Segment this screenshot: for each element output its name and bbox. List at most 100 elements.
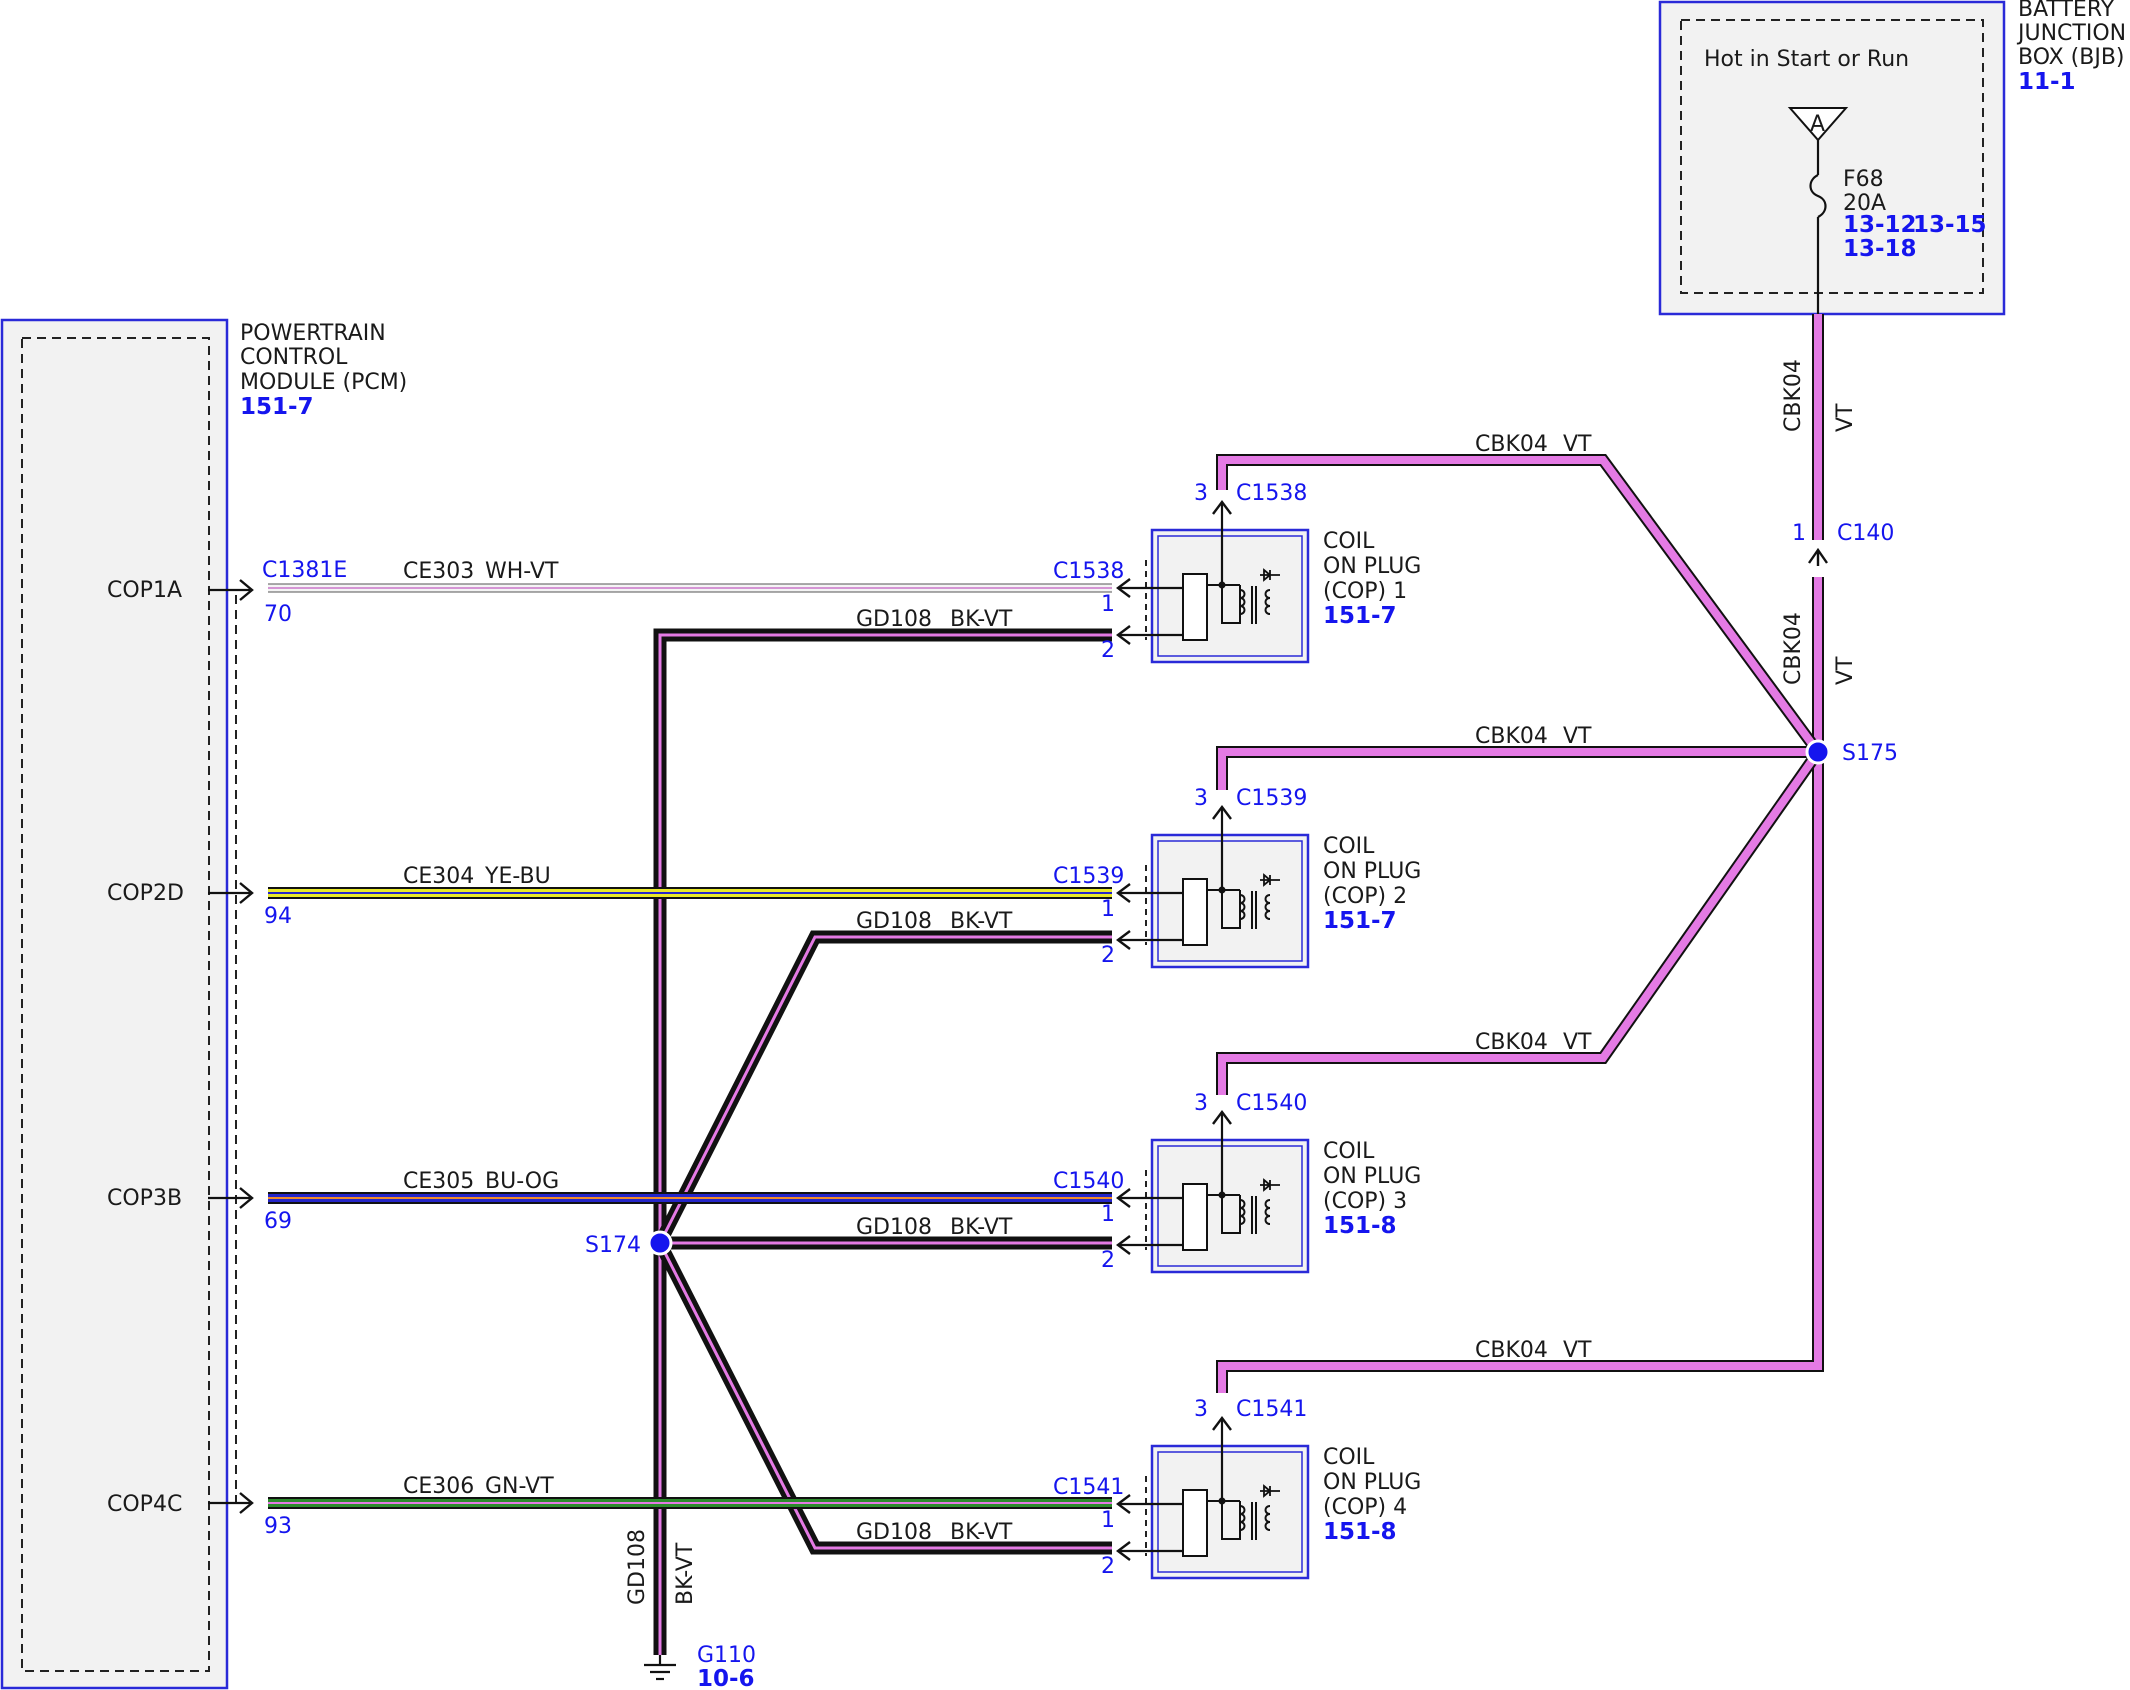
ground-branch-cop2-stripe xyxy=(658,935,1112,1244)
cop3-feed-color: VT xyxy=(1563,1030,1592,1055)
cop4-secondary-winding-icon xyxy=(1264,1505,1271,1531)
cop3-primary-winding-icon xyxy=(1239,1199,1246,1225)
s175-splice[interactable] xyxy=(1805,739,1831,765)
cop4-ref-link[interactable]: 151-8 xyxy=(1323,1519,1397,1545)
cop3-signal-arrow-icon xyxy=(1116,1188,1131,1208)
fuse-rating: 20A xyxy=(1843,191,1886,216)
pcm-pin-arrow-cop4c-icon xyxy=(239,1492,254,1514)
feed-branch-cop2-outline xyxy=(1216,746,1818,790)
s174-label: S174 xyxy=(585,1233,641,1258)
cop1-feed-pin: 3 xyxy=(1194,481,1208,506)
cop3-ground-pin: 2 xyxy=(1101,1248,1115,1273)
cop2-name-line-3: (COP) 2 xyxy=(1323,884,1407,909)
cop4-feed-pin: 3 xyxy=(1194,1397,1208,1422)
cop1-ground-circuit: GD108 xyxy=(856,607,932,632)
cop1-name-line-2: ON PLUG xyxy=(1323,554,1421,579)
g110-ref-link[interactable]: 10-6 xyxy=(697,1666,755,1690)
cop3-name-line-3: (COP) 3 xyxy=(1323,1189,1407,1214)
cop1-name-line-1: COIL xyxy=(1323,529,1375,554)
cop2-signal-pin: 1 xyxy=(1101,897,1115,922)
pcm-pin-arrow-cop1a-icon xyxy=(239,579,254,601)
pcm-module[interactable] xyxy=(0,318,229,1690)
cop4-feed-arrow-icon xyxy=(1212,1416,1232,1431)
cop2-box[interactable] xyxy=(1150,833,1310,969)
cop2-signal-color: YE-BU xyxy=(484,864,551,889)
fuse-ref-link-2[interactable]: 13-15 xyxy=(1913,212,1987,238)
cop1-signal-pin: 1 xyxy=(1101,592,1115,617)
cop3-feed-connector[interactable]: C1540 xyxy=(1236,1091,1307,1116)
cop4-name-line-1: COIL xyxy=(1323,1445,1375,1470)
fuse-ref-link-3[interactable]: 13-18 xyxy=(1843,236,1917,262)
cop4-name-line-3: (COP) 4 xyxy=(1323,1495,1407,1520)
signal-wires xyxy=(268,583,1112,1509)
cop1-driver-icon xyxy=(1182,573,1208,641)
ground-main-stripe xyxy=(658,633,1112,1655)
feed-branch-cop3 xyxy=(1218,749,1822,1095)
cop2-name-line-1: COIL xyxy=(1323,834,1375,859)
cop1-feed-arrow-icon xyxy=(1212,500,1232,515)
pcm-name-line-1: POWERTRAIN xyxy=(240,321,386,346)
cop4-feed-connector[interactable]: C1541 xyxy=(1236,1397,1307,1422)
bjb-ref-link[interactable]: 11-1 xyxy=(2018,69,2076,95)
feed-wire-main-outline xyxy=(1216,577,1824,1393)
cop1-feed-circuit: CBK04 xyxy=(1475,432,1548,457)
pcm-connector-c1381e[interactable]: C1381E xyxy=(262,558,347,583)
ground-wires xyxy=(653,628,1112,1655)
cop2-primary-winding-icon xyxy=(1239,894,1246,920)
bjb-hot-label: Hot in Start or Run xyxy=(1704,47,1909,72)
cop4-signal-circuit: CE306 xyxy=(403,1474,474,1499)
cop4-box[interactable] xyxy=(1150,1444,1310,1580)
fuse-name: F68 xyxy=(1843,167,1884,192)
cop1-feed-connector[interactable]: C1538 xyxy=(1236,481,1307,506)
cop1-ref-link[interactable]: 151-7 xyxy=(1323,603,1397,629)
pcm-name-line-2: CONTROL xyxy=(240,345,348,370)
pcm-pin-number-cop3b: 69 xyxy=(264,1209,292,1234)
c140-connector[interactable]: C140 xyxy=(1837,521,1894,546)
pcm-ref-link[interactable]: 151-7 xyxy=(240,394,314,420)
cop2-ref-link[interactable]: 151-7 xyxy=(1323,908,1397,934)
cop3-secondary-winding-icon xyxy=(1264,1199,1271,1225)
cop4-signal-arrow-icon xyxy=(1116,1494,1131,1514)
cop3-ref-link[interactable]: 151-8 xyxy=(1323,1213,1397,1239)
cop1-secondary-winding-icon xyxy=(1264,589,1271,615)
cop3-feed-circuit: CBK04 xyxy=(1475,1030,1548,1055)
cop2-signal-connector[interactable]: C1539 xyxy=(1053,864,1124,889)
bus-letter: A xyxy=(1810,112,1825,137)
cop4-ground-circuit: GD108 xyxy=(856,1520,932,1545)
cop4-signal-connector[interactable]: C1541 xyxy=(1053,1475,1124,1500)
cop2-coil-wiring xyxy=(1207,889,1241,929)
cop3-signal-color: BU-OG xyxy=(485,1169,559,1194)
cop4-name-line-2: ON PLUG xyxy=(1323,1470,1421,1495)
cop1-signal-connector[interactable]: C1538 xyxy=(1053,559,1124,584)
fuse-icon xyxy=(1809,174,1827,218)
violet-feed-wires xyxy=(1216,314,1824,1393)
bus-triangle-icon xyxy=(1787,107,1849,142)
cop3-signal-connector[interactable]: C1540 xyxy=(1053,1169,1124,1194)
cop4-driver-icon xyxy=(1182,1489,1208,1557)
bjb-dashed-outline xyxy=(1680,19,1984,294)
cop4-coil-wiring xyxy=(1207,1500,1241,1540)
pcm-dashed-outline xyxy=(21,337,210,1672)
fuse-ref-link-1[interactable]: 13-12 xyxy=(1843,212,1917,238)
pcm-pin-label-cop2d: COP2D xyxy=(107,881,184,906)
cop1-box[interactable] xyxy=(1150,528,1310,664)
s174-splice[interactable] xyxy=(647,1230,673,1256)
cop2-feed-circuit: CBK04 xyxy=(1475,724,1548,749)
cop1-ground-arrow-icon xyxy=(1116,625,1131,645)
cop4-feed-color: VT xyxy=(1563,1338,1592,1363)
cop4-diode-icon xyxy=(1260,1484,1280,1498)
cop2-ground-arrow-icon xyxy=(1116,930,1131,950)
cop2-ground-circuit: GD108 xyxy=(856,909,932,934)
c140-pin: 1 xyxy=(1792,521,1806,546)
pcm-pin-arrow-cop2d-icon xyxy=(239,882,254,904)
g110-label: G110 xyxy=(697,1643,756,1668)
feed-bottom-color: VT xyxy=(1833,656,1858,685)
ground-symbol-icon xyxy=(644,1655,676,1681)
cop3-signal-pin: 1 xyxy=(1101,1202,1115,1227)
cop3-box[interactable] xyxy=(1150,1138,1310,1274)
cop3-ground-circuit: GD108 xyxy=(856,1215,932,1240)
cop2-feed-connector[interactable]: C1539 xyxy=(1236,786,1307,811)
bjb-module[interactable] xyxy=(1658,0,2006,316)
